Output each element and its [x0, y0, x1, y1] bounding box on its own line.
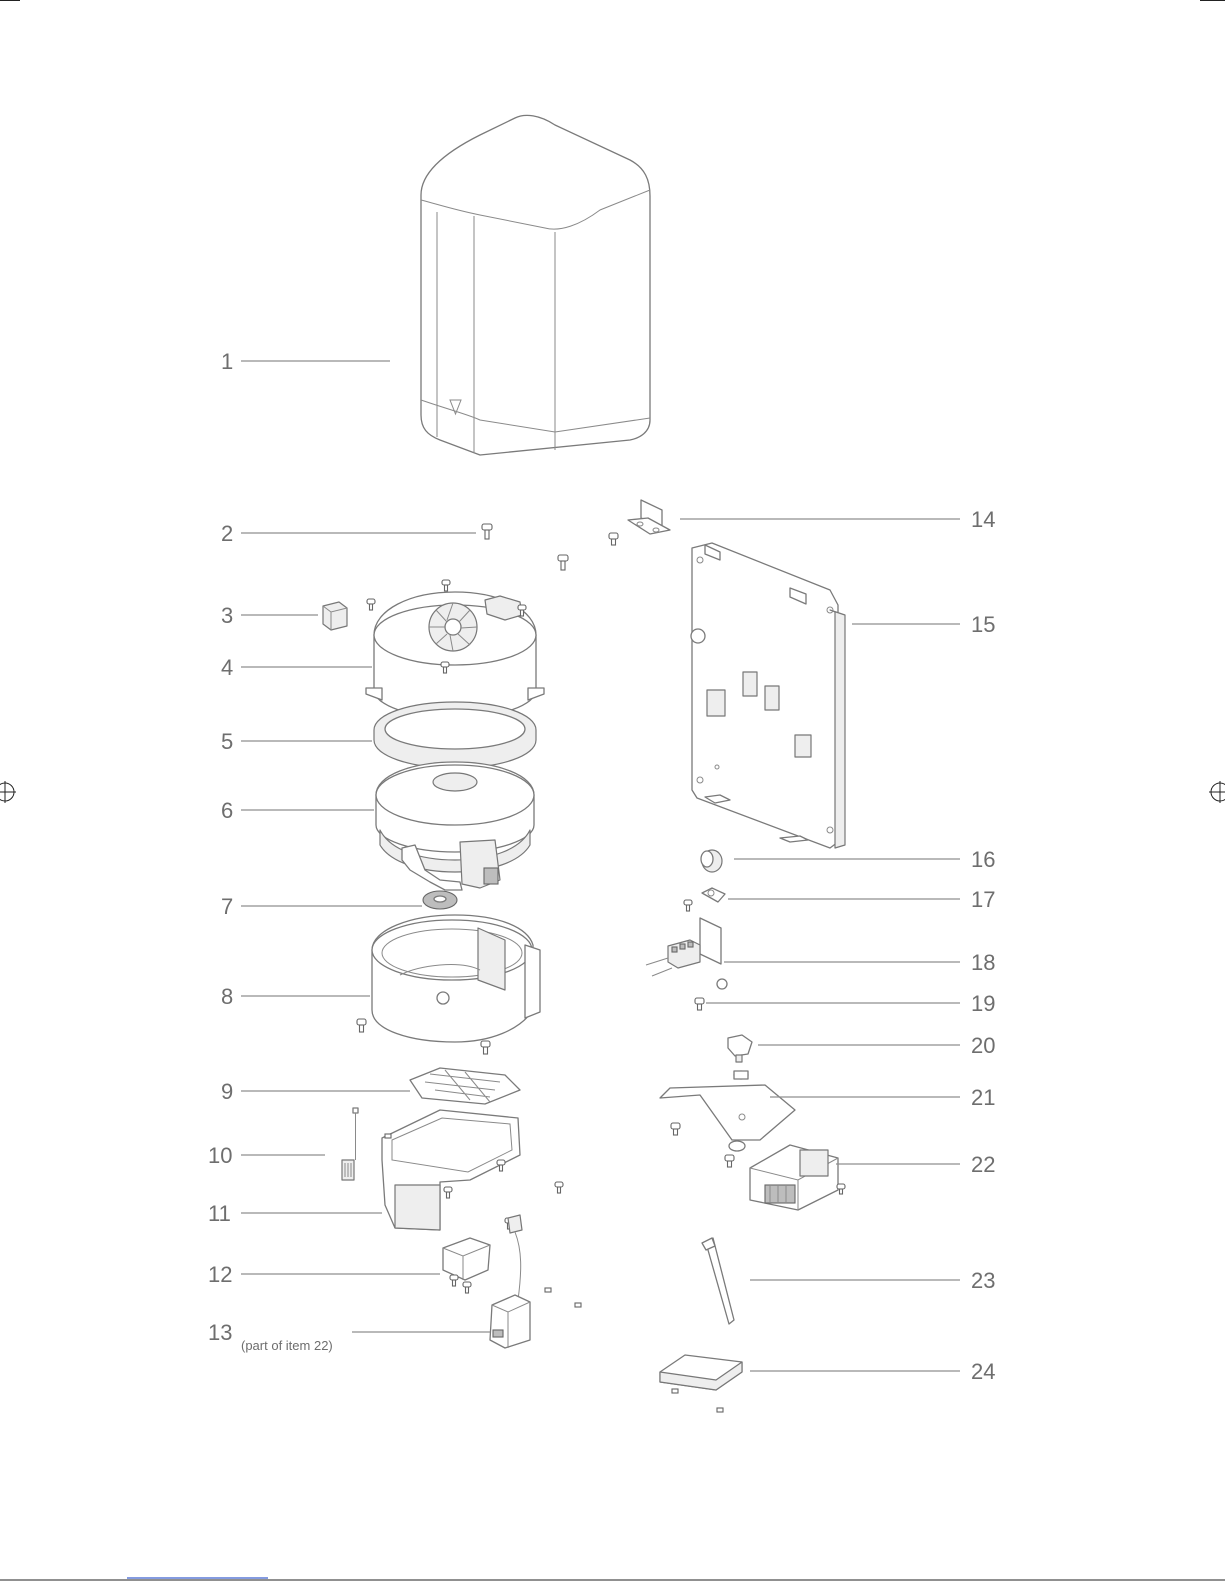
part-9-heater-grille — [410, 1068, 520, 1104]
callout-4: 4 — [221, 655, 233, 680]
part-24-cover-plate — [660, 1355, 742, 1412]
callout-1: 1 — [221, 349, 233, 374]
part-2-screw — [482, 524, 568, 570]
leader-lines — [241, 361, 960, 1371]
part-23-allen-key — [702, 1238, 734, 1324]
part-14-angle-bracket — [609, 500, 670, 545]
part-20-thermostat — [728, 1035, 752, 1079]
part-16-grommet — [701, 850, 722, 872]
callout-8: 8 — [221, 984, 233, 1009]
part-7-washer — [423, 891, 457, 909]
callout-3: 3 — [221, 603, 233, 628]
callout-2: 2 — [221, 521, 233, 546]
part-15-back-plate — [691, 543, 845, 848]
part-22-pcb-transformer — [750, 1145, 845, 1210]
registration-mark-left — [0, 781, 16, 803]
part-19-screw — [695, 998, 704, 1010]
callout-9: 9 — [221, 1079, 233, 1104]
callout-17: 17 — [971, 887, 995, 912]
callout-12: 12 — [208, 1262, 232, 1287]
callout-18: 18 — [971, 950, 995, 975]
part-18-terminal-block — [646, 918, 727, 989]
callout-numbers: 1 2 3 4 5 6 7 8 9 10 11 12 13 (part of i… — [208, 349, 995, 1384]
callout-20: 20 — [971, 1033, 995, 1058]
callout-14: 14 — [971, 507, 995, 532]
part-11-lower-housing — [382, 1110, 563, 1230]
part-5-gasket-ring — [374, 702, 536, 768]
part-6-impeller-housing — [376, 762, 534, 890]
callout-16: 16 — [971, 847, 995, 872]
callout-10: 10 — [208, 1143, 232, 1168]
note-item-13: (part of item 22) — [241, 1338, 333, 1353]
callout-13: 13 — [208, 1320, 232, 1345]
callout-24: 24 — [971, 1359, 995, 1384]
part-13-control-box — [490, 1215, 581, 1348]
part-4-motor-cover — [366, 580, 544, 718]
part-17-cable-clamp — [684, 888, 725, 911]
part-1-cover — [421, 115, 650, 455]
part-8-fan-housing — [357, 915, 540, 1054]
callout-23: 23 — [971, 1268, 995, 1293]
registration-mark-right — [1209, 781, 1225, 803]
callout-5: 5 — [221, 729, 233, 754]
callout-19: 19 — [971, 991, 995, 1016]
callout-7: 7 — [221, 894, 233, 919]
callout-22: 22 — [971, 1152, 995, 1177]
callout-21: 21 — [971, 1085, 995, 1110]
callout-15: 15 — [971, 612, 995, 637]
part-10-sensor — [342, 1108, 358, 1180]
part-12-bracket — [443, 1218, 513, 1293]
part-3-block — [323, 602, 347, 630]
callout-6: 6 — [221, 798, 233, 823]
callout-11: 11 — [208, 1201, 231, 1226]
